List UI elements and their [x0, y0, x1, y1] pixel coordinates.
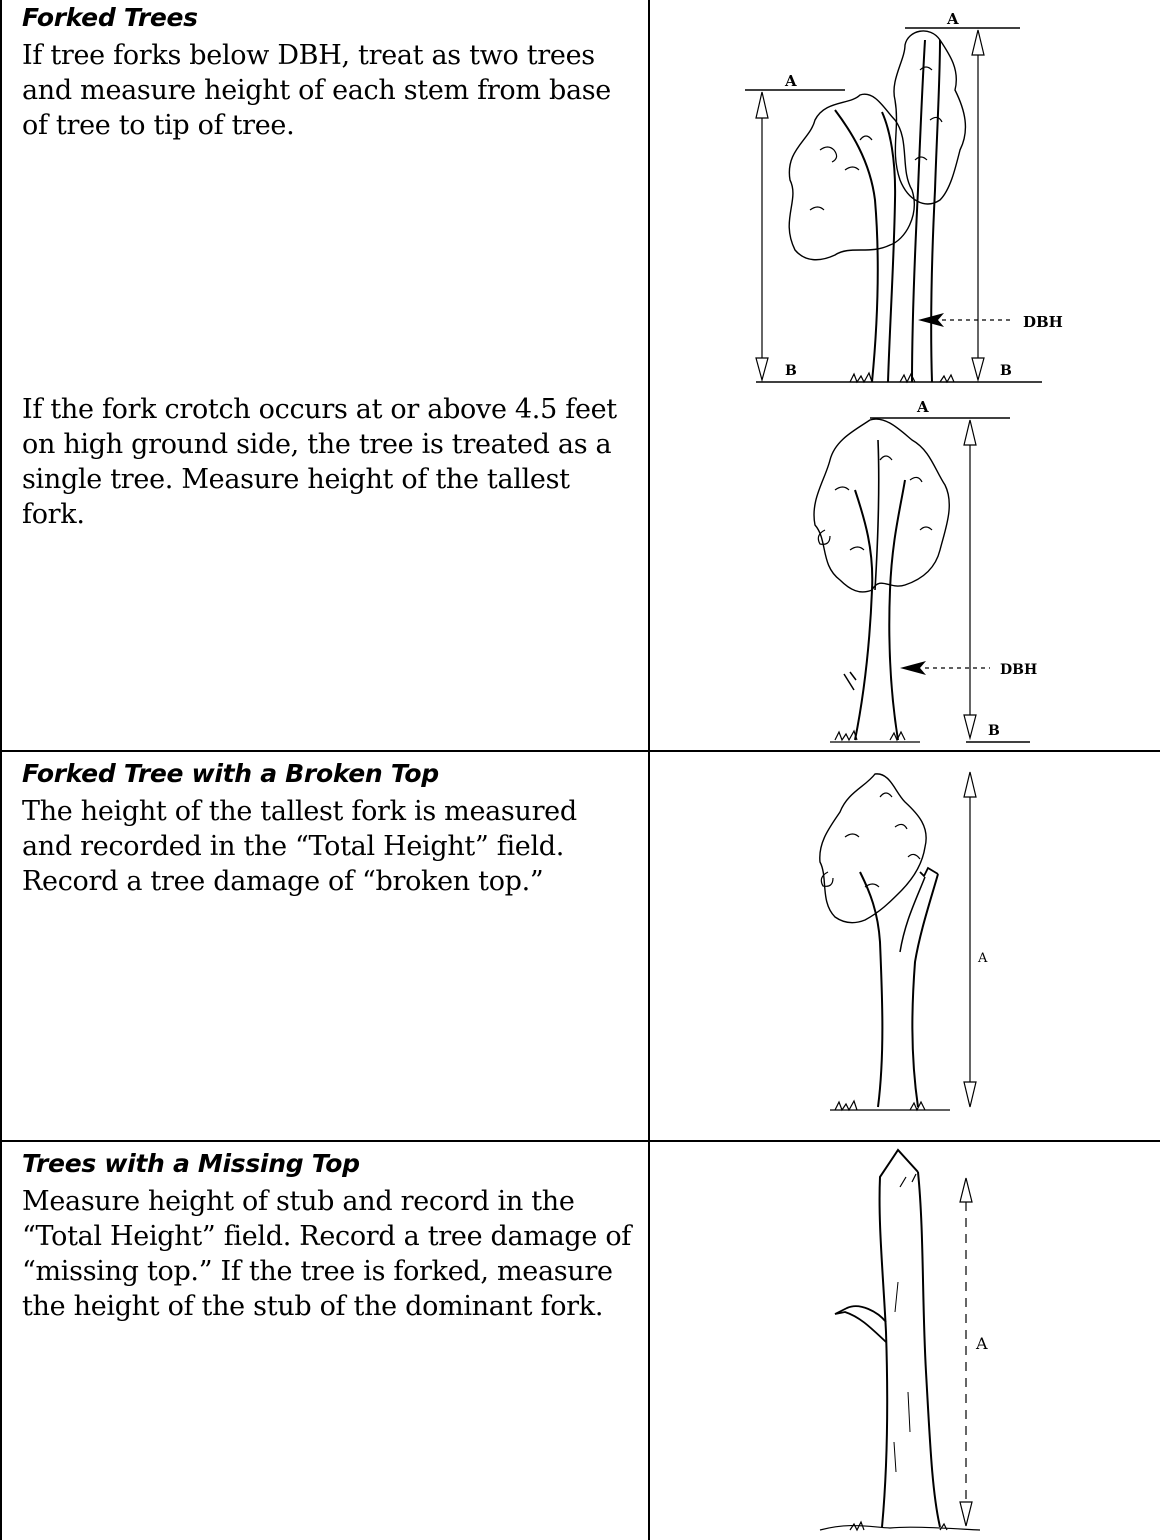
figure-label: A [916, 398, 929, 416]
paragraph: If the fork crotch occurs at or above 4.… [22, 392, 632, 532]
section-heading: Forked Trees [22, 2, 632, 34]
broken-top-cell: Forked Tree with a Broken Top The height… [22, 758, 632, 899]
figure-label: A [946, 10, 959, 28]
figure-label: B [988, 723, 1000, 739]
figure-label: A [975, 1334, 988, 1353]
single-forked-tree-figure: A B DBH [650, 390, 1160, 750]
single-tree-cell: If the fork crotch occurs at or above 4.… [22, 392, 632, 532]
paragraph: If tree forks below DBH, treat as two tr… [22, 38, 632, 143]
figure-label: A [977, 951, 988, 966]
figure-label: DBH [1000, 662, 1037, 678]
forked-tree-figure: A A B B DBH [650, 0, 1160, 390]
figure-label: A [784, 72, 797, 90]
missing-top-cell: Trees with a Missing Top Measure height … [22, 1148, 632, 1324]
table-border-left [0, 0, 2, 1540]
forked-trees-cell: Forked Trees If tree forks below DBH, tr… [22, 2, 632, 143]
section-heading: Forked Tree with a Broken Top [22, 758, 632, 790]
missing-top-tree-figure: A [650, 1142, 1160, 1540]
section-heading: Trees with a Missing Top [22, 1148, 632, 1180]
paragraph: The height of the tallest fork is measur… [22, 794, 632, 899]
figure-label: B [785, 363, 797, 379]
figure-label: B [1000, 363, 1012, 379]
paragraph: Measure height of stub and record in the… [22, 1184, 632, 1324]
broken-top-tree-figure: A [650, 752, 1160, 1140]
figure-label: DBH [1023, 313, 1063, 331]
